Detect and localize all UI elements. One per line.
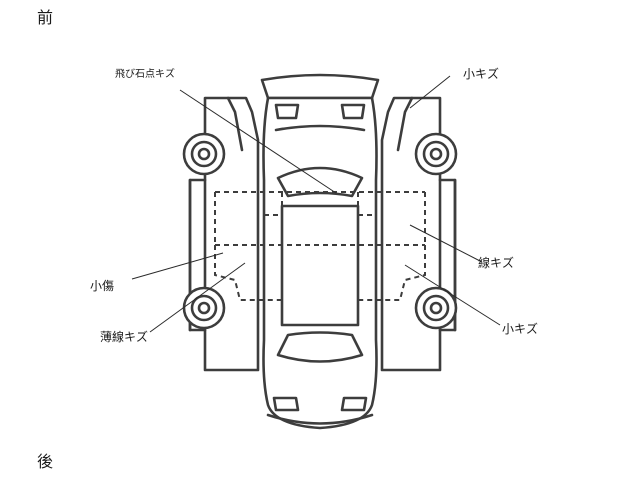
label-small-damage: 小傷 — [90, 279, 115, 293]
front-direction-label: 前 — [37, 8, 54, 27]
label-small-scratch-bottom-right: 小キズ — [502, 322, 539, 336]
label-small-scratch-top-right: 小キズ — [463, 67, 500, 81]
label-light-line-scratch: 薄線キズ — [100, 330, 149, 344]
rear-direction-label: 後 — [37, 452, 54, 471]
left-front-wheel — [182, 132, 226, 176]
right-front-wheel — [414, 132, 458, 176]
left-rear-wheel — [182, 286, 226, 330]
label-chipped-paint: 飛び石点キズ — [115, 69, 175, 80]
right-rear-wheel — [414, 286, 458, 330]
damage-leader-lines — [131, 75, 501, 333]
panel-dashed-lines — [214, 191, 426, 325]
car-body-top-view — [260, 73, 380, 430]
label-line-scratch: 線キズ — [478, 256, 515, 270]
